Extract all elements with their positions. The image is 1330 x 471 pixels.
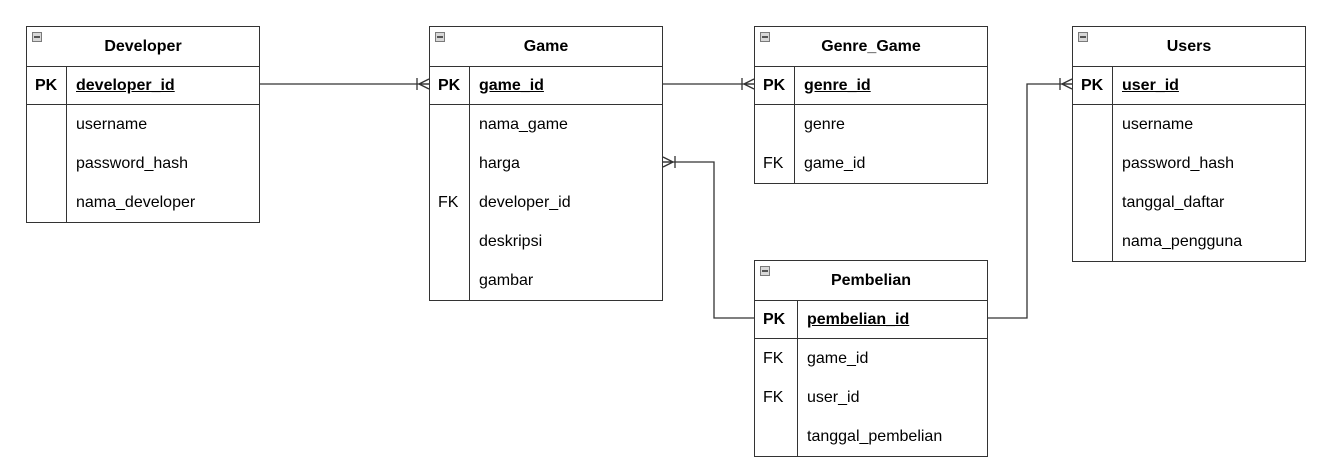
attribute-name: tanggal_daftar — [1122, 193, 1225, 211]
attribute-name: harga — [479, 154, 520, 172]
attribute-row[interactable]: gambar — [430, 261, 662, 300]
attribute-name: user_id — [1122, 76, 1179, 94]
attribute-name: developer_id — [479, 193, 571, 211]
key-label: PK — [35, 76, 58, 94]
key-label: PK — [1081, 76, 1104, 94]
entity-header[interactable]: Users — [1073, 27, 1305, 66]
entity-header[interactable]: Developer — [27, 27, 259, 66]
entity-header[interactable]: Game — [430, 27, 662, 66]
entity-title: Developer — [104, 37, 182, 55]
attribute-row[interactable]: nama_game — [430, 105, 662, 144]
attribute-row[interactable]: FK user_id — [755, 378, 987, 417]
collapse-icon[interactable] — [435, 32, 445, 42]
collapse-icon[interactable] — [1078, 32, 1088, 42]
entity-header[interactable]: Pembelian — [755, 261, 987, 300]
attribute-row[interactable]: FK game_id — [755, 339, 987, 378]
key-column-divider — [1112, 66, 1113, 261]
entity-title: Users — [1166, 37, 1212, 55]
primary-key-row[interactable]: PK user_id — [1073, 66, 1305, 105]
key-column-divider — [797, 300, 798, 456]
attribute-row[interactable]: password_hash — [1073, 144, 1305, 183]
entity-title: Pembelian — [830, 271, 912, 289]
key-column-divider — [794, 66, 795, 183]
one-or-many-marker — [662, 156, 676, 168]
attribute-row[interactable]: password_hash — [27, 144, 259, 183]
key-label: FK — [763, 388, 784, 406]
one-or-many-marker — [1059, 78, 1073, 90]
attribute-name: genre_id — [804, 76, 871, 94]
attribute-row[interactable]: deskripsi — [430, 222, 662, 261]
collapse-icon[interactable] — [760, 32, 770, 42]
attribute-row[interactable]: FK developer_id — [430, 183, 662, 222]
key-column-divider — [469, 66, 470, 300]
entity-title: Game — [523, 37, 569, 55]
key-label: PK — [438, 76, 461, 94]
relationship-pembelian-users[interactable] — [988, 78, 1073, 319]
attribute-name: game_id — [479, 76, 544, 94]
attribute-name: gambar — [479, 271, 534, 289]
attribute-name: developer_id — [76, 76, 175, 94]
attribute-name: pembelian_id — [807, 310, 910, 328]
relationship-game-genre-game[interactable] — [663, 78, 755, 90]
primary-key-row[interactable]: PK pembelian_id — [755, 300, 987, 339]
relationship-developer-game[interactable] — [260, 78, 430, 90]
key-column-divider — [66, 66, 67, 222]
primary-key-row[interactable]: PK genre_id — [755, 66, 987, 105]
primary-key-row[interactable]: PK game_id — [430, 66, 662, 105]
relationship-pembelian-game[interactable] — [662, 156, 754, 319]
attribute-name: nama_game — [479, 115, 568, 133]
attribute-row[interactable]: harga — [430, 144, 662, 183]
attribute-row[interactable]: nama_pengguna — [1073, 222, 1305, 261]
entity-header[interactable]: Genre_Game — [755, 27, 987, 66]
key-label: FK — [438, 193, 459, 211]
attribute-row[interactable]: username — [27, 105, 259, 144]
key-label: FK — [763, 349, 784, 367]
attribute-name: game_id — [807, 349, 869, 367]
attribute-row[interactable]: genre — [755, 105, 987, 144]
attribute-name: genre — [804, 115, 845, 133]
collapse-icon[interactable] — [32, 32, 42, 42]
one-or-many-marker — [416, 78, 430, 90]
collapse-icon[interactable] — [760, 266, 770, 276]
key-label: PK — [763, 76, 786, 94]
attribute-name: nama_developer — [76, 193, 196, 211]
attribute-name: game_id — [804, 154, 866, 172]
attribute-name: username — [76, 115, 148, 133]
one-or-many-marker — [741, 78, 755, 90]
attribute-name: nama_pengguna — [1122, 232, 1243, 250]
primary-key-row[interactable]: PK developer_id — [27, 66, 259, 105]
attribute-name: username — [1122, 115, 1194, 133]
attribute-name: password_hash — [76, 154, 189, 172]
attribute-name: tanggal_pembelian — [807, 427, 943, 445]
attribute-row[interactable]: FK game_id — [755, 144, 987, 183]
attribute-row[interactable]: username — [1073, 105, 1305, 144]
attribute-name: user_id — [807, 388, 860, 406]
attribute-row[interactable]: tanggal_pembelian — [755, 417, 987, 456]
attribute-name: deskripsi — [479, 232, 543, 250]
attribute-name: password_hash — [1122, 154, 1235, 172]
attribute-row[interactable]: tanggal_daftar — [1073, 183, 1305, 222]
key-label: PK — [763, 310, 786, 328]
key-label: FK — [763, 154, 784, 172]
entity-title: Genre_Game — [821, 37, 921, 55]
attribute-row[interactable]: nama_developer — [27, 183, 259, 222]
